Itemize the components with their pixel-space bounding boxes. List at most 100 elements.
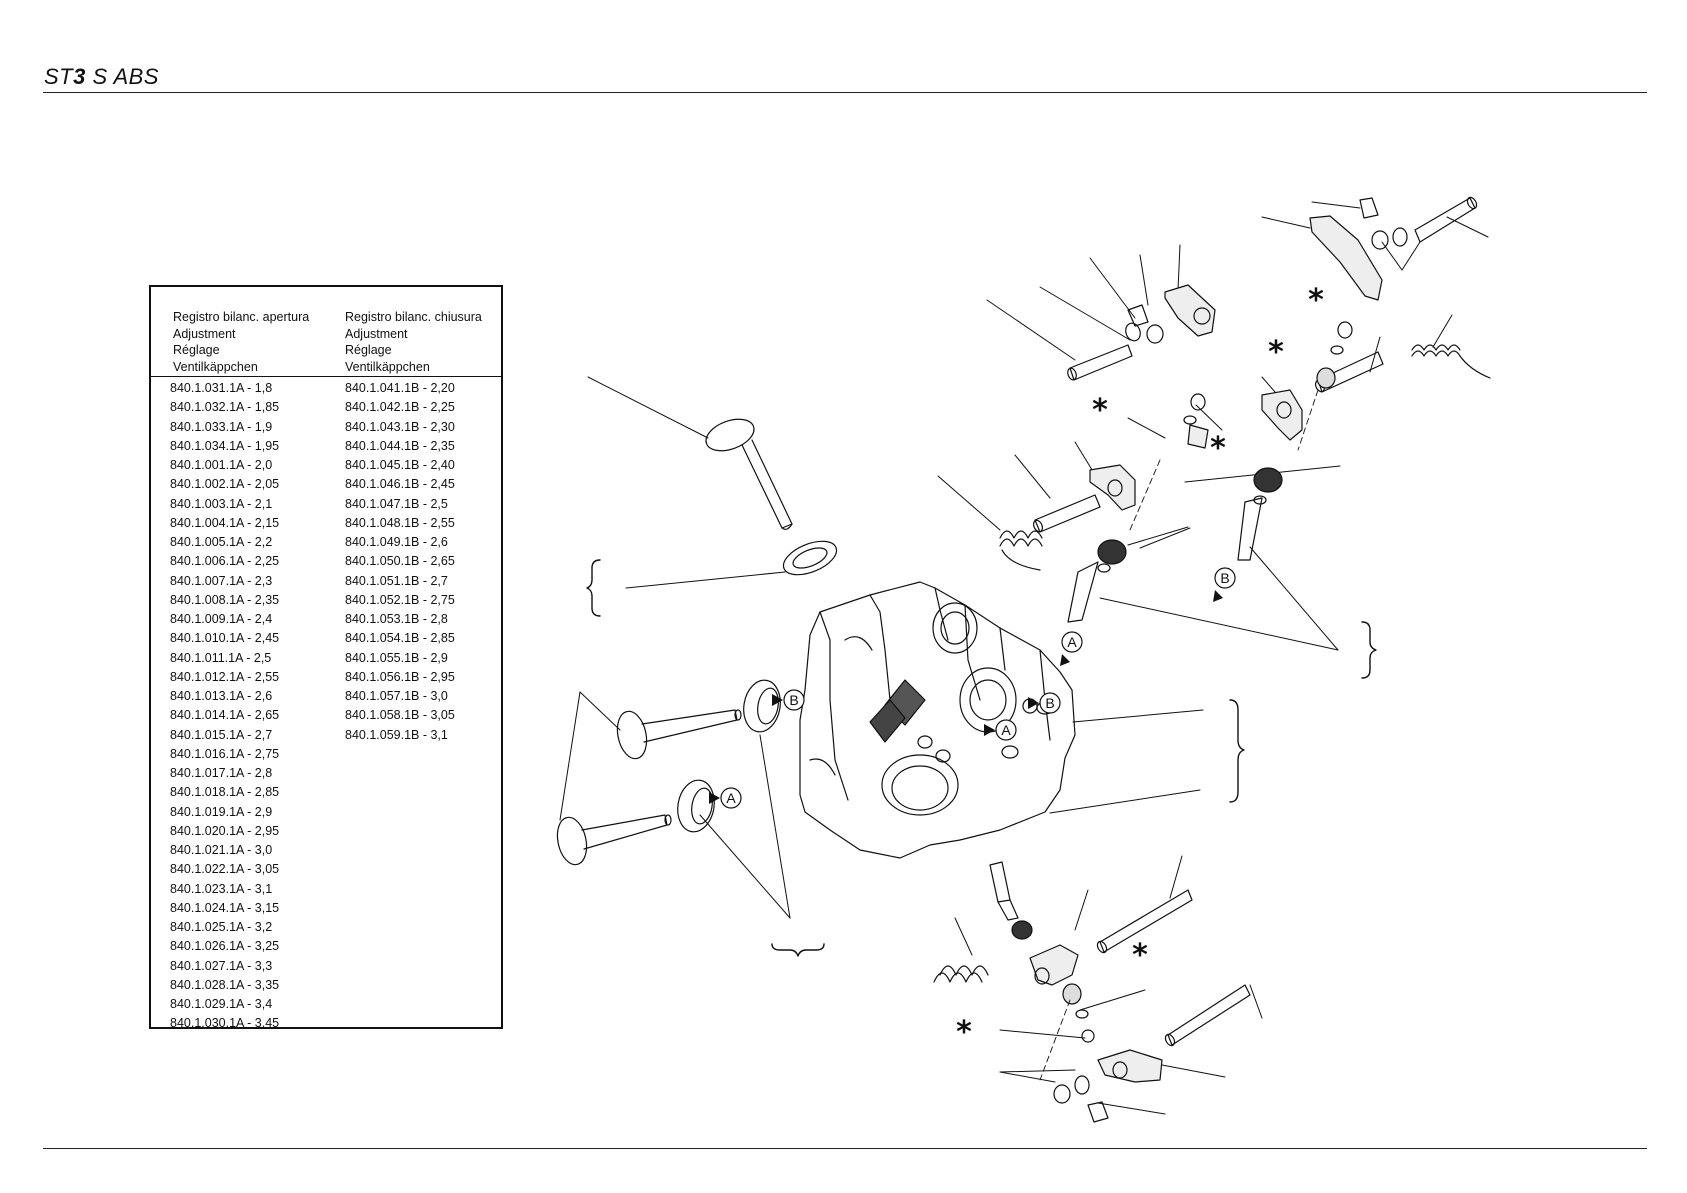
shim-row: 840.1.020.1A - 2,95 xyxy=(170,823,280,838)
marker-label: A xyxy=(1067,634,1077,650)
shim-row: 840.1.045.1B - 2,40 xyxy=(345,458,455,472)
valve-guide-b xyxy=(1237,467,1283,561)
star-marker: * xyxy=(1308,283,1324,318)
star-marker: * xyxy=(956,1015,972,1050)
shim-row: 840.1.028.1A - 3,35 xyxy=(170,977,280,992)
shim-row: 840.1.014.1A - 2,65 xyxy=(170,708,280,723)
shim-row: 840.1.019.1A - 2,9 xyxy=(170,804,273,819)
assembly-axes xyxy=(1039,389,1319,1081)
grouping-braces xyxy=(586,559,1377,957)
shim-row: 840.1.011.1A - 2,5 xyxy=(170,650,272,665)
shim-row: 840.1.050.1B - 2,65 xyxy=(345,554,455,569)
table-header: Registro bilanc. apertura Adjustment Rég… xyxy=(151,287,501,377)
valve-seal-ring-upper xyxy=(782,540,838,576)
shim-row: 840.1.015.1A - 2,7 xyxy=(170,727,273,742)
shim-row: 840.1.051.1B - 2,7 xyxy=(345,573,448,588)
marker-b: B xyxy=(1213,567,1236,602)
shim-row: 840.1.033.1A - 1,9 xyxy=(170,419,273,434)
shim-row: 840.1.001.1A - 2,0 xyxy=(170,458,273,472)
shim-row: 840.1.024.1A - 3,15 xyxy=(170,900,280,915)
rocker-arm-mid-right xyxy=(1261,321,1491,441)
shim-row: 840.1.018.1A - 2,85 xyxy=(170,785,280,800)
valve-seat-ring-a xyxy=(677,779,715,833)
star-marker: * xyxy=(1210,431,1226,466)
cylinder-head xyxy=(799,581,1076,859)
valve-guide-lower xyxy=(989,861,1033,940)
shim-row: 840.1.031.1A - 1,8 xyxy=(170,381,273,395)
page-header-title: ST3 S ABS xyxy=(44,64,159,89)
shim-row: 840.1.057.1B - 3,0 xyxy=(345,689,448,703)
shim-row: 840.1.013.1A - 2,6 xyxy=(170,689,273,703)
valve-guide-a xyxy=(1067,539,1127,623)
marker-label: B xyxy=(789,692,798,708)
opening-shim-column: 840.1.031.1A - 1,8 840.1.032.1A - 1,85 840… xyxy=(170,379,279,1034)
shim-row: 840.1.021.1A - 3,0 xyxy=(170,843,273,857)
shim-row: 840.1.043.1B - 2,30 xyxy=(345,419,455,434)
opening-shim-header: Registro bilanc. apertura Adjustment Rég… xyxy=(173,310,310,374)
rocker-arm-upper-middle xyxy=(1067,284,1216,381)
leader-lines xyxy=(559,201,1489,1115)
shim-row: 840.1.052.1B - 2,75 xyxy=(345,592,455,607)
shim-row: 840.1.002.1A - 2,05 xyxy=(170,477,280,492)
marker-label: B xyxy=(1220,570,1229,586)
shim-row: 840.1.017.1A - 2,8 xyxy=(170,766,273,780)
star-marker: * xyxy=(1132,938,1148,973)
star-marker: * xyxy=(1268,335,1284,370)
shim-row: 840.1.023.1A - 3,1 xyxy=(170,881,273,896)
marker-a: A xyxy=(709,787,742,809)
marker-label: A xyxy=(1001,722,1011,738)
shim-row: 840.1.047.1B - 2,5 xyxy=(345,496,448,511)
shim-row: 840.1.034.1A - 1,95 xyxy=(170,438,280,453)
marker-label: A xyxy=(726,790,736,806)
marker-a: A xyxy=(1060,631,1083,666)
shim-row: 840.1.048.1B - 2,55 xyxy=(345,515,455,530)
header-divider xyxy=(43,92,1647,93)
marker-label: B xyxy=(1045,695,1054,711)
rocker-arm-mid-left xyxy=(999,393,1209,571)
shim-row: 840.1.053.1B - 2,8 xyxy=(345,612,448,626)
closing-shim-header: Registro bilanc. chiusura Adjustment Rég… xyxy=(345,310,482,374)
shim-row: 840.1.025.1A - 3,2 xyxy=(170,920,273,934)
rocker-arm-upper-right xyxy=(1309,196,1478,301)
marker-a: A xyxy=(984,719,1017,741)
shim-row: 840.1.059.1B - 3,1 xyxy=(345,727,448,742)
shim-row: 840.1.056.1B - 2,95 xyxy=(345,669,455,684)
shim-row: 840.1.042.1B - 2,25 xyxy=(345,400,455,415)
shim-row: 840.1.041.1B - 2,20 xyxy=(345,381,455,395)
shim-row: 840.1.007.1A - 2,3 xyxy=(170,573,273,588)
shim-row: 840.1.029.1A - 3,4 xyxy=(170,997,273,1011)
shim-row: 840.1.008.1A - 2,35 xyxy=(170,592,280,607)
shim-row: 840.1.009.1A - 2,4 xyxy=(170,612,273,626)
valve-shim-table: Registro bilanc. apertura Adjustment Rég… xyxy=(149,285,503,1030)
valve-seat-ring-b xyxy=(743,679,781,733)
shim-row: 840.1.012.1A - 2,55 xyxy=(170,669,280,684)
marker-b: B xyxy=(1028,692,1061,714)
shim-row: 840.1.027.1A - 3,3 xyxy=(170,958,273,973)
shim-row: 840.1.022.1A - 3,05 xyxy=(170,862,280,877)
exhaust-valve-upper xyxy=(616,709,742,760)
intake-valve-upper xyxy=(705,418,793,530)
diagram-markers: A B B A B A * * * * * * xyxy=(709,283,1324,1050)
shim-row: 840.1.030.1A - 3,45 xyxy=(170,1016,280,1031)
shim-row: 840.1.055.1B - 2,9 xyxy=(345,650,448,665)
closing-shim-column: 840.1.041.1B - 2,20 840.1.042.1B - 2,25 84… xyxy=(345,379,455,745)
shim-row: 840.1.005.1A - 2,2 xyxy=(170,535,273,549)
footer-divider xyxy=(43,1148,1647,1149)
shim-row: 840.1.032.1A - 1,85 xyxy=(170,400,280,415)
shim-row: 840.1.049.1B - 2,6 xyxy=(345,535,448,549)
shim-row: 840.1.006.1A - 2,25 xyxy=(170,554,280,569)
shim-row: 840.1.054.1B - 2,85 xyxy=(345,631,455,646)
shim-row: 840.1.058.1B - 3,05 xyxy=(345,708,455,723)
rocker-arm-bottom xyxy=(1053,984,1251,1123)
shim-row: 840.1.003.1A - 2,1 xyxy=(170,496,273,511)
shim-row: 840.1.026.1A - 3,25 xyxy=(170,939,280,954)
star-marker: * xyxy=(1092,393,1108,428)
rocker-arm-lower-middle xyxy=(933,889,1193,1019)
shim-row: 840.1.046.1B - 2,45 xyxy=(345,477,455,492)
shim-row: 840.1.044.1B - 2,35 xyxy=(345,438,455,453)
shim-row: 840.1.016.1A - 2,75 xyxy=(170,746,280,761)
shim-row: 840.1.004.1A - 2,15 xyxy=(170,515,280,530)
exhaust-valve-lower xyxy=(556,814,672,866)
marker-b: B xyxy=(772,689,805,711)
